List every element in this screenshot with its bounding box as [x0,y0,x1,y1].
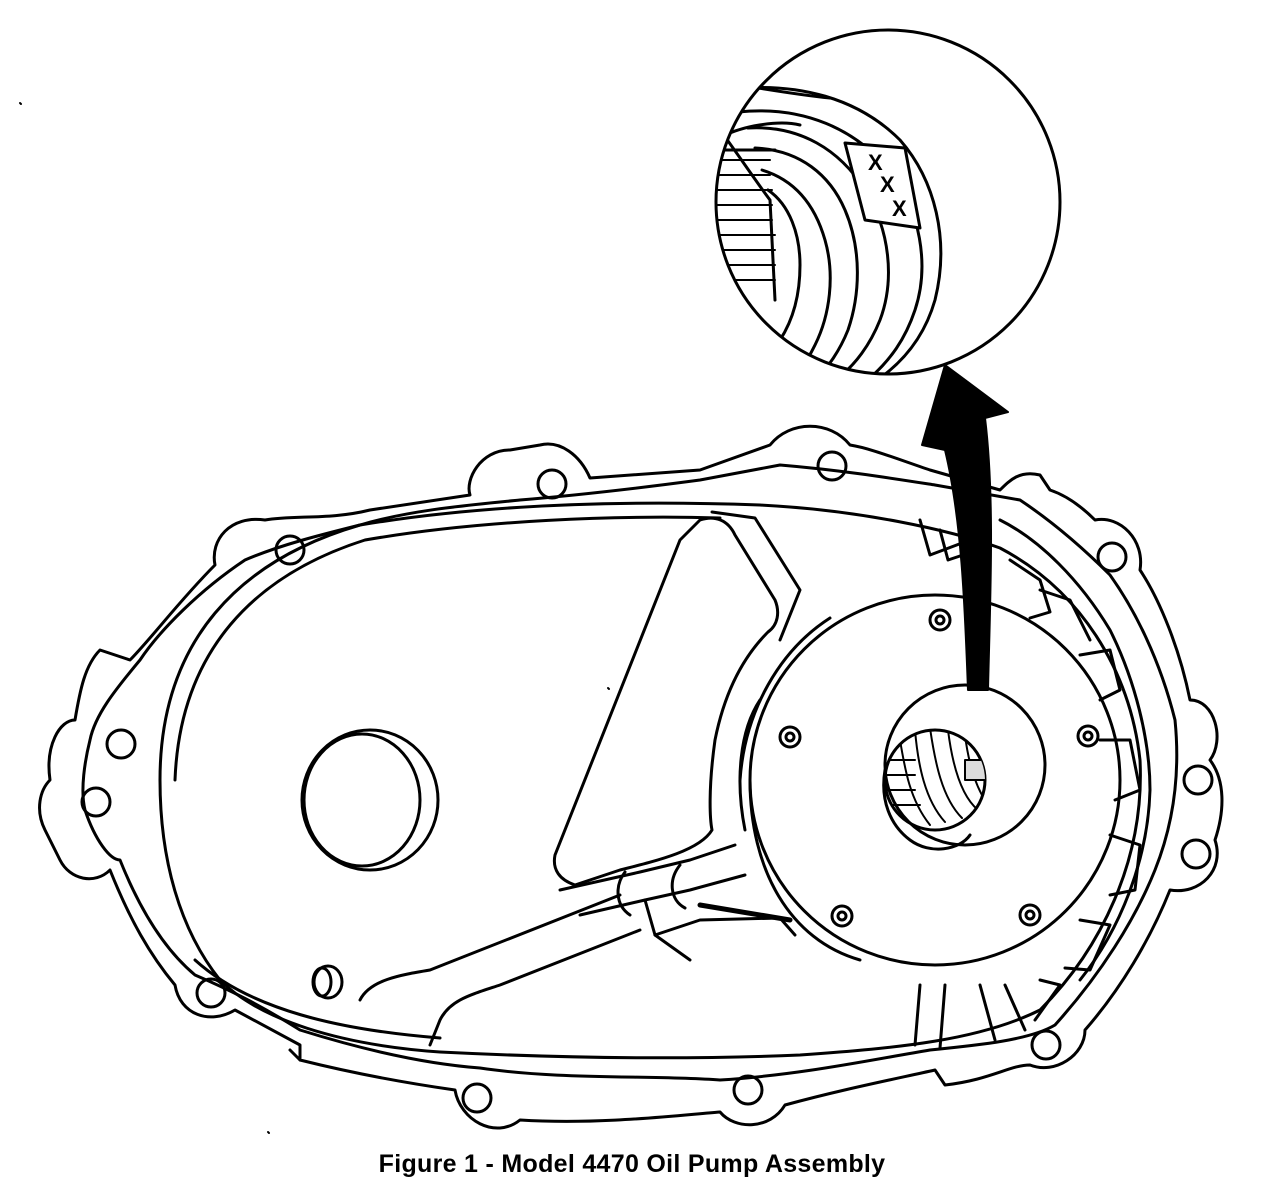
case-chamber-inner [173,515,722,782]
case-lower-rib [358,893,642,1047]
pump-bolts [778,608,1100,928]
pump-shaft-bore [883,683,1047,847]
case-right-ribs [913,518,1152,1050]
front-bearing-boss [300,728,440,872]
case-rib-triangle [552,516,780,887]
detail-callout-arrow [921,364,1009,691]
detail-magnifier-circle [714,28,1062,376]
detail-mark-1: X [868,150,883,175]
figure-caption: Figure 1 - Model 4470 Oil Pump Assembly [378,1150,886,1178]
detail-x-marks: X X X [868,150,907,221]
case-gasket-surface [81,463,1179,1082]
flange-bolt-holes [80,450,1214,1114]
detail-gear-teeth [716,83,943,374]
detail-marked-tooth [843,141,922,230]
oil-pump-housing [738,593,1122,967]
case-chamber-rim [158,501,1142,1060]
oil-pickup-tube [558,843,797,962]
detail-mark-2: X [880,172,895,197]
dowel-pin [311,964,344,1000]
detail-mark-3: X [892,196,907,221]
case-outer-flange [38,424,1224,1130]
